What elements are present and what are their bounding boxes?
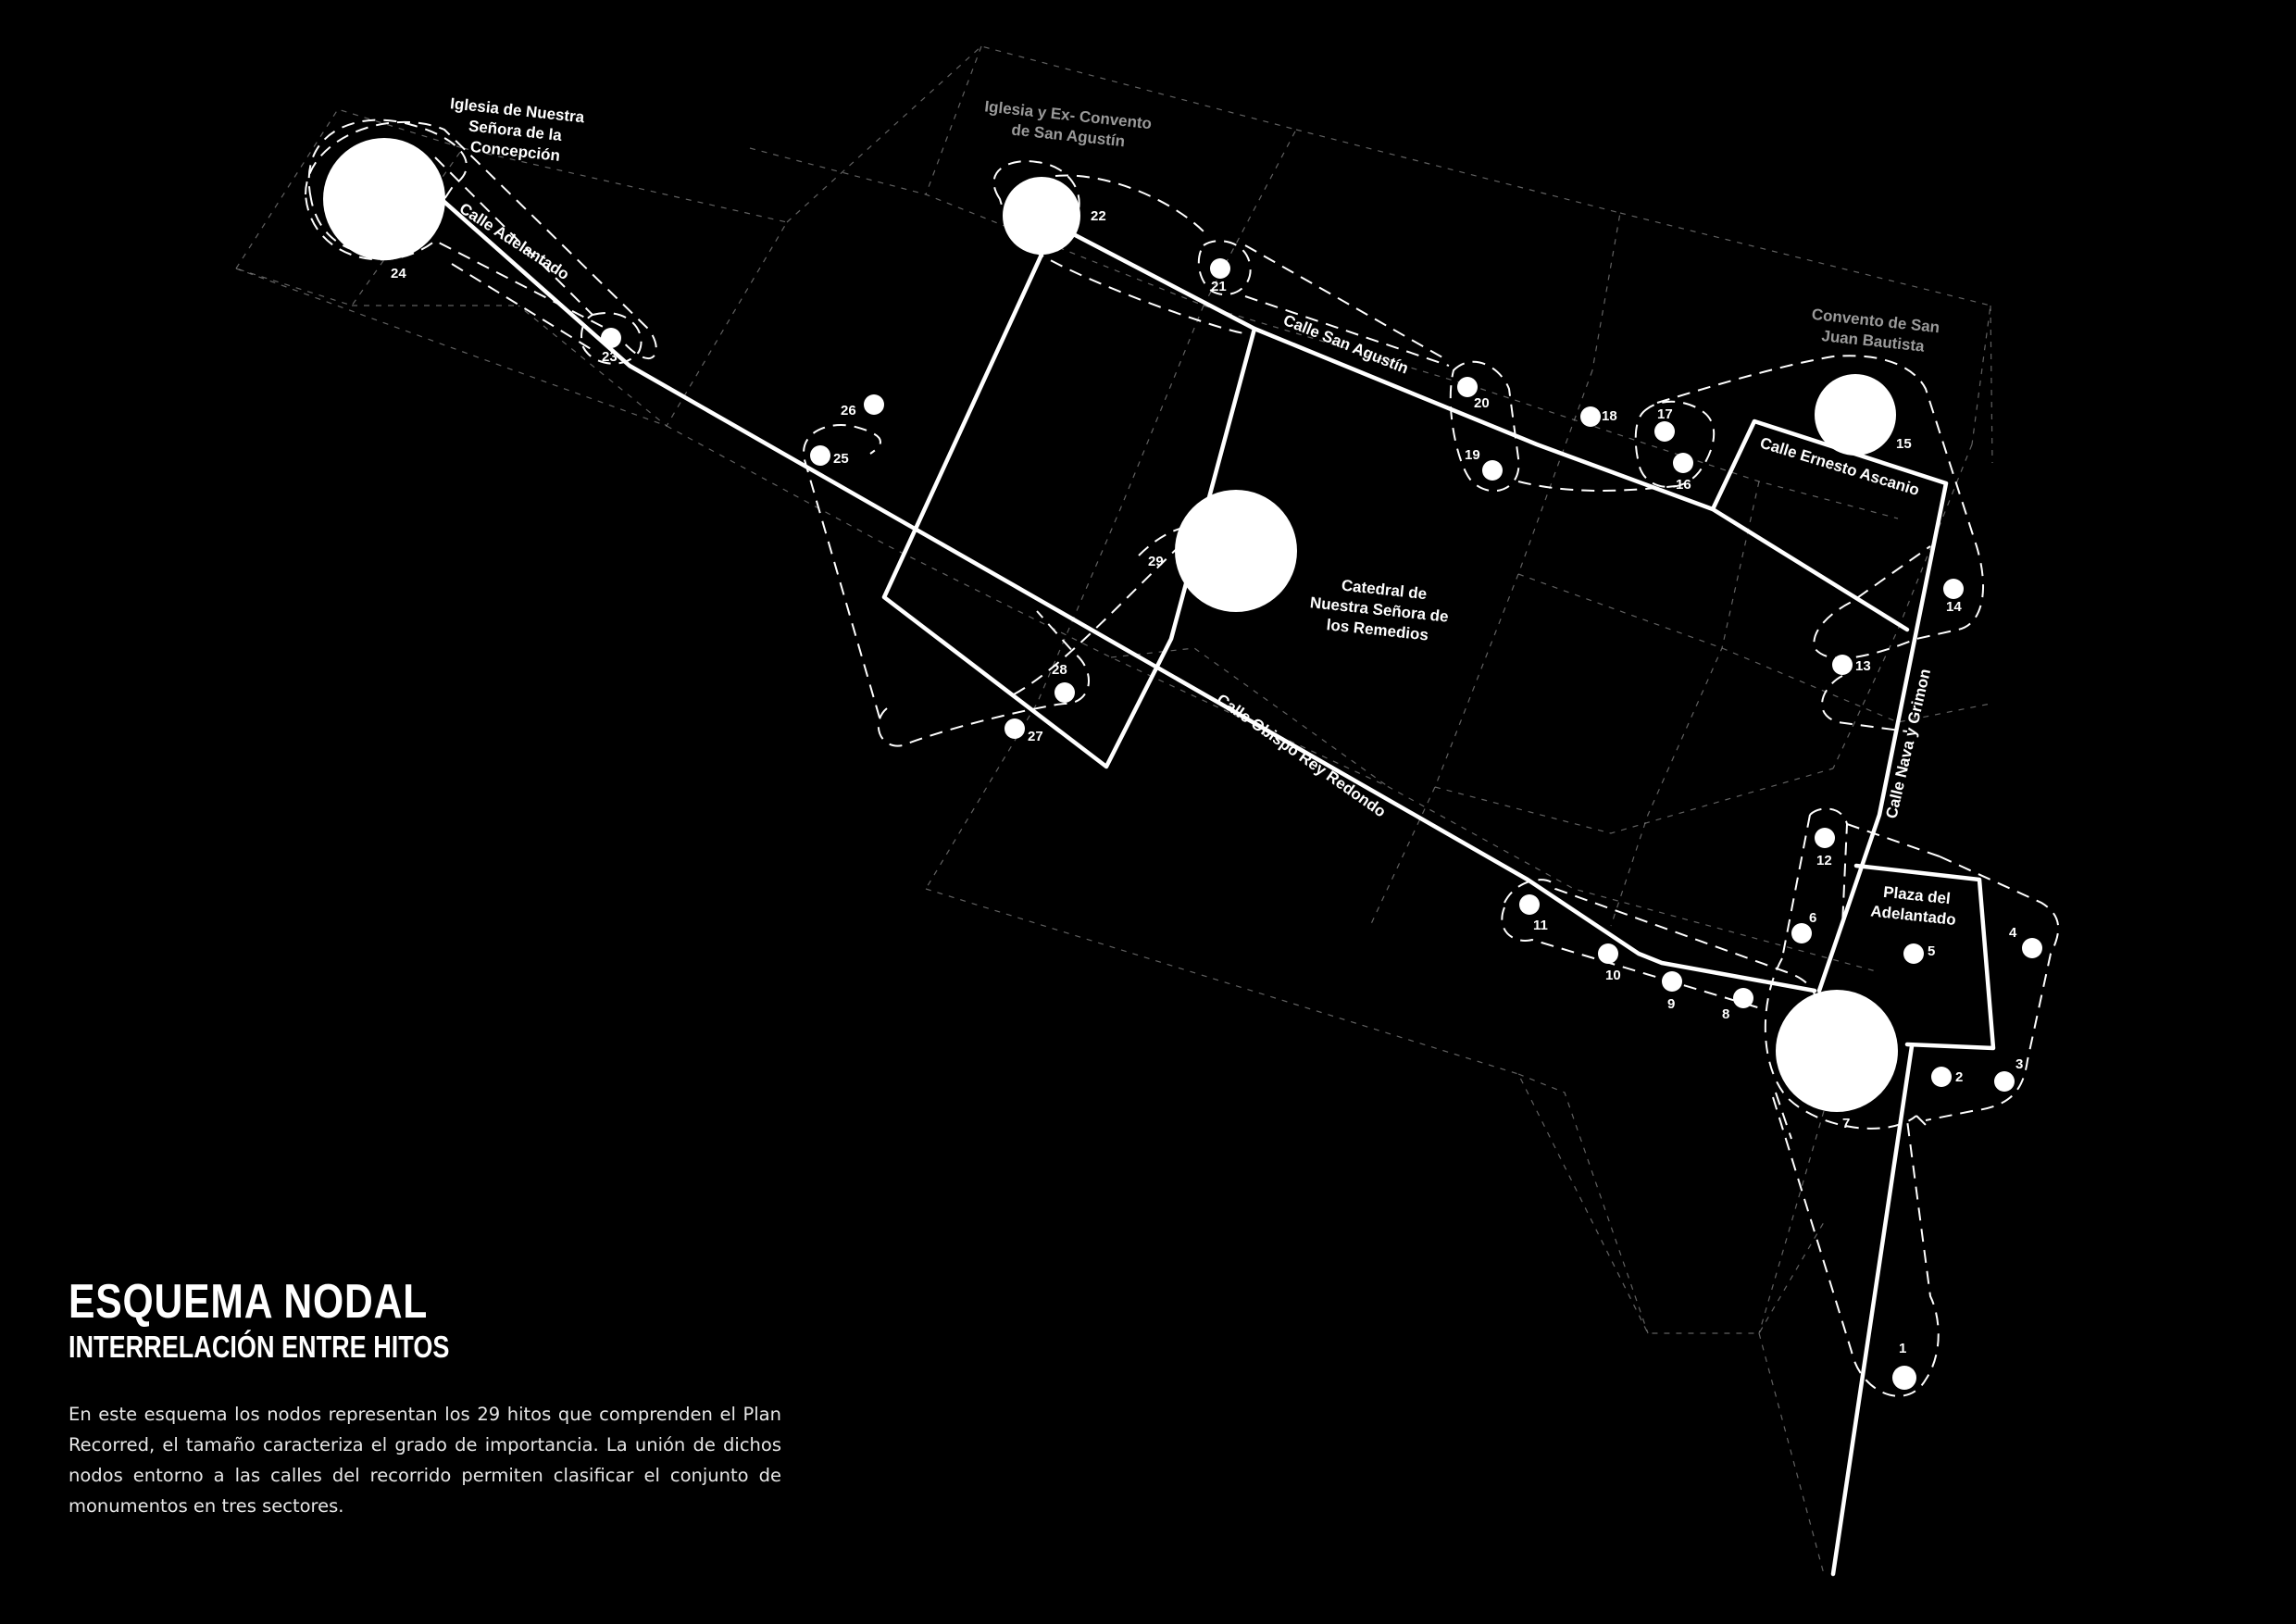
- node-label: 15: [1896, 436, 1912, 452]
- streets: [386, 150, 1996, 1577]
- description-text: En este esquema los nodos representan lo…: [69, 1403, 781, 1517]
- node-label: 11: [1533, 918, 1548, 933]
- node-label: 13: [1855, 658, 1871, 674]
- node-label: 1: [1899, 1341, 1906, 1356]
- label-plaza: Plaza del Adelantado: [1870, 882, 1959, 929]
- node-label: 7: [1842, 1116, 1850, 1131]
- node-4: [2022, 938, 2042, 958]
- label-san-juan: Convento de San Juan Bautista: [1809, 306, 1945, 357]
- node-label: 12: [1816, 853, 1832, 868]
- node-5: [1903, 943, 1924, 964]
- node-6: [1791, 923, 1812, 943]
- street-ernesto-ascanio: [1710, 418, 1949, 993]
- street-nava-grimon-south: [1830, 1043, 1915, 1577]
- node-11: [1519, 894, 1540, 915]
- node-7: [1776, 990, 1898, 1112]
- node-24: [323, 138, 445, 260]
- node-label: 9: [1667, 996, 1675, 1012]
- node-8: [1733, 988, 1753, 1008]
- node-17: [1654, 421, 1675, 442]
- node-27: [1004, 718, 1025, 739]
- street-label-obispo: Calle Obispo Rey Redondo: [1214, 691, 1390, 821]
- node-label: 23: [602, 349, 618, 365]
- node-label: 2: [1955, 1069, 1963, 1085]
- street-label-adelantado: Calle Adelantado: [456, 199, 572, 283]
- node-25: [810, 445, 830, 466]
- node-13: [1832, 655, 1853, 675]
- node-15: [1815, 374, 1896, 456]
- node-22: [1003, 177, 1080, 255]
- node-label: 16: [1676, 477, 1691, 493]
- page-title: ESQUEMA NODAL: [69, 1275, 429, 1329]
- node-label: 5: [1928, 943, 1935, 959]
- node-label: 29: [1148, 554, 1164, 569]
- node-label: 19: [1465, 447, 1480, 463]
- node-label: 4: [2009, 925, 2017, 941]
- node-18: [1580, 406, 1601, 427]
- label-iglesia-concepcion: Iglesia de Nuestra Señora de la Concepci…: [445, 94, 590, 167]
- node-12: [1815, 828, 1835, 848]
- node-16: [1673, 453, 1693, 473]
- node-21: [1210, 258, 1230, 279]
- node-label: 14: [1946, 599, 1962, 615]
- node-label: 21: [1211, 279, 1227, 294]
- node-10: [1598, 943, 1618, 964]
- node-label: 8: [1722, 1006, 1729, 1022]
- street-label-nava: Calle Nava y Grimon: [1882, 668, 1934, 820]
- street-adelantado-obispo: [386, 150, 1817, 993]
- label-catedral: Catedral de Nuestra Señora de los Remedi…: [1307, 573, 1456, 646]
- node-29: [1175, 490, 1297, 612]
- node-26: [864, 394, 884, 415]
- node-14: [1943, 579, 1964, 599]
- node-label: 28: [1052, 662, 1067, 678]
- node-label: 24: [391, 266, 406, 281]
- node-2: [1931, 1067, 1952, 1087]
- node-label: 3: [2015, 1056, 2023, 1072]
- street-san-agustin: [1039, 215, 1910, 632]
- nodes: [323, 138, 2042, 1390]
- node-label: 20: [1474, 395, 1490, 411]
- node-23: [601, 328, 621, 348]
- node-label: 25: [833, 451, 849, 467]
- node-label: 22: [1091, 208, 1106, 224]
- node-20: [1457, 377, 1478, 397]
- node-labels: 24 22 21 23 26 25 29 28 27 20 19 18 17 1…: [391, 208, 2023, 1356]
- node-label: 18: [1602, 408, 1617, 424]
- node-label: 10: [1605, 968, 1621, 983]
- node-label: 27: [1028, 729, 1043, 744]
- node-groups: [304, 119, 2060, 1397]
- node-19: [1482, 460, 1503, 481]
- node-3: [1994, 1071, 2015, 1092]
- page-subtitle: INTERRELACIÓN ENTRE HITOS: [69, 1330, 450, 1365]
- node-9: [1662, 971, 1682, 992]
- title-block: ESQUEMA NODAL INTERRELACIÓN ENTRE HITOS …: [69, 1275, 791, 1539]
- node-28: [1054, 682, 1075, 703]
- node-label: 17: [1657, 406, 1673, 422]
- node-label: 6: [1809, 910, 1816, 926]
- node-1: [1892, 1366, 1916, 1390]
- label-san-agustin: Iglesia y Ex- Convento de San Agustín: [981, 97, 1156, 153]
- node-label: 26: [841, 403, 856, 418]
- street-plaza: [1853, 863, 1996, 1051]
